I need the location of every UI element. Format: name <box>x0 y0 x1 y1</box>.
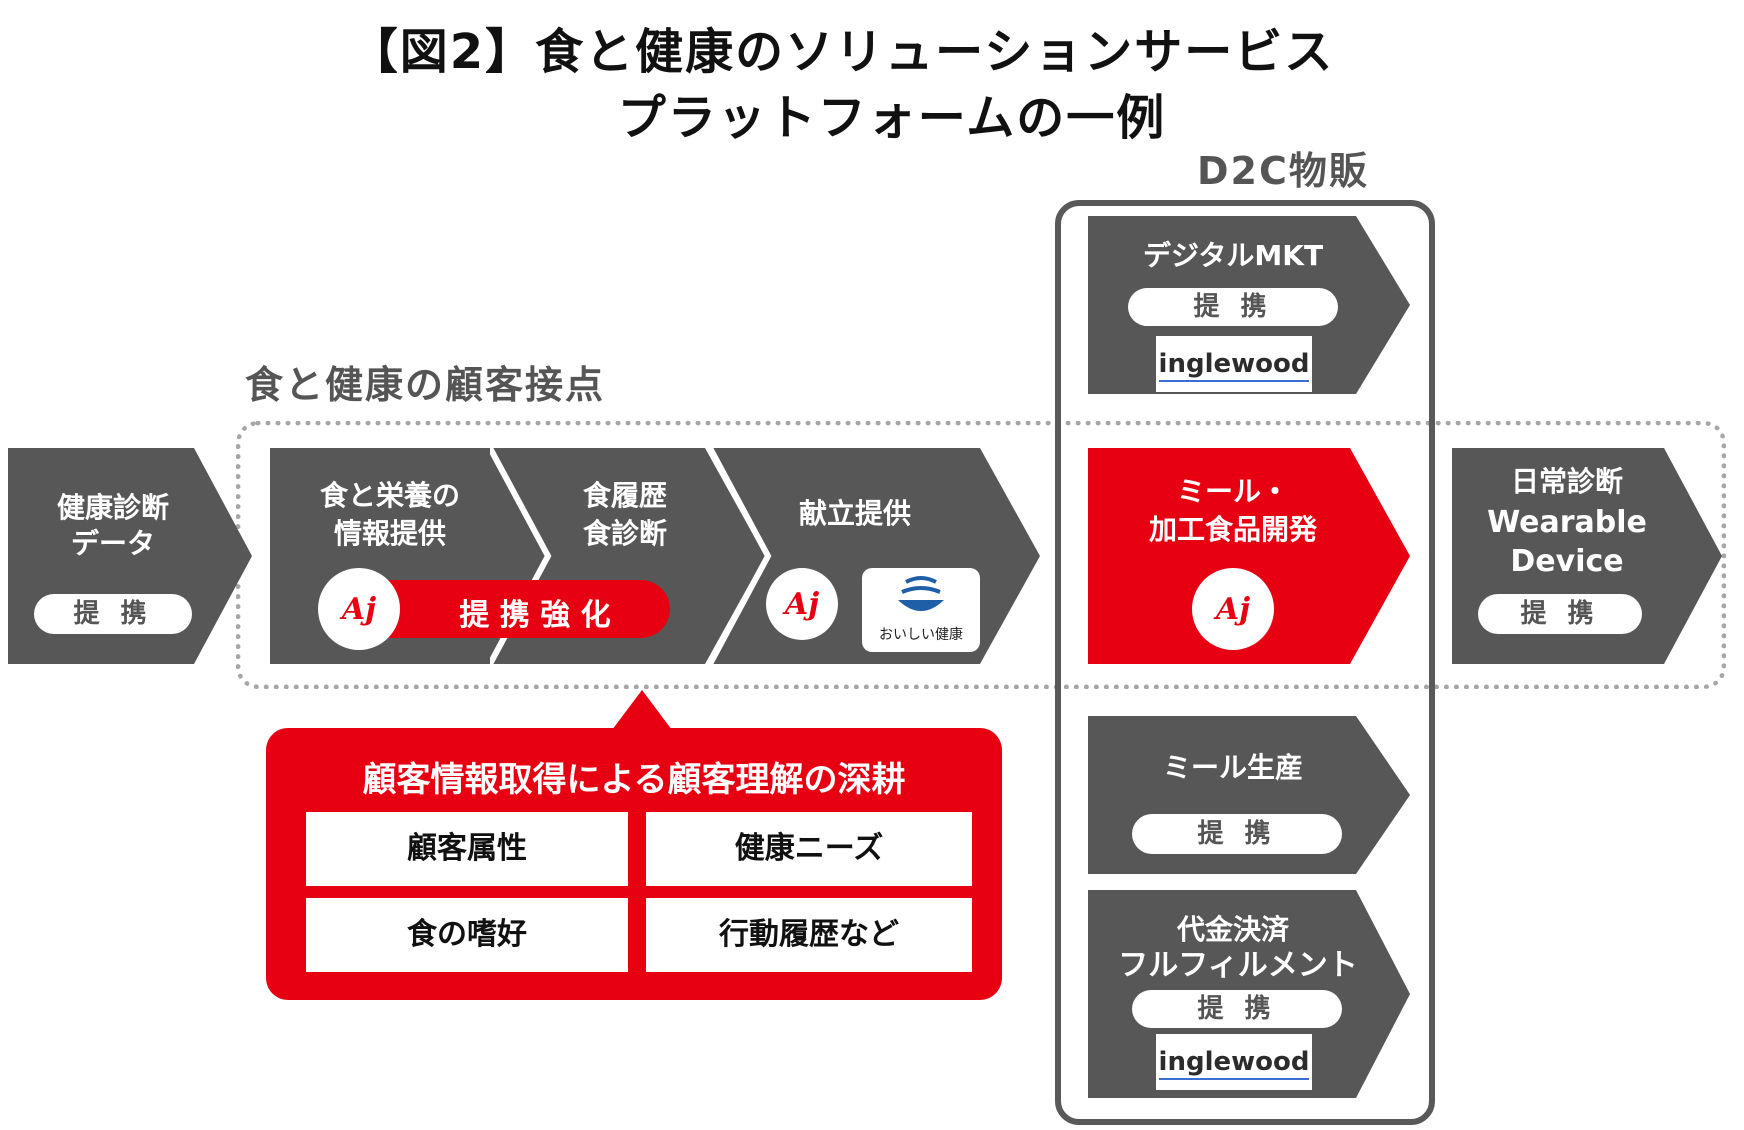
d2c-frame <box>1055 200 1435 1125</box>
chevron-menu-provision: 献立提供 Aj おいしい健康 <box>710 448 1040 664</box>
oishii-kenko-logo: おいしい健康 <box>862 568 980 652</box>
chevron-daily-diagnosis: 日常診断 Wearable Device 提 携 <box>1452 448 1722 664</box>
chevron-digital-mkt: デジタルMKT 提 携 inglewood <box>1088 216 1410 394</box>
title-line1: 【図2】食と健康のソリューションサービス <box>349 24 1335 80</box>
chevron-label-2: データ <box>70 527 155 560</box>
chevron-label-1: 食履歴 <box>582 479 667 512</box>
touchpoints-label: 食と健康の顧客接点 <box>245 363 606 407</box>
partnership-tag: 提 携 <box>1478 594 1642 634</box>
chevron-label-2: 加工食品開発 <box>1148 513 1317 546</box>
chevron-label-3: Device <box>1510 544 1624 579</box>
insight-callout-pointer <box>612 690 672 730</box>
inglewood-logo: inglewood <box>1156 336 1312 392</box>
chevron-label-2: フルフィルメント <box>1118 948 1358 983</box>
d2c-label: D2C物販 <box>1197 149 1369 193</box>
inglewood-logo: inglewood <box>1156 1034 1312 1090</box>
oishii-kenko-label: おいしい健康 <box>879 627 963 643</box>
chevron-label-1: ミール・ <box>1176 475 1289 508</box>
partnership-tag: 提 携 <box>1132 990 1342 1028</box>
chevron-shape <box>1088 448 1410 664</box>
insight-callout: 顧客情報取得による顧客理解の深耕 顧客属性 健康ニーズ 食の嗜好 行動履歴など <box>266 728 1002 1000</box>
chevron-payment-fulfillment: 代金決済 フルフィルメント 提 携 inglewood <box>1088 890 1410 1098</box>
insight-cell-behavior-history: 行動履歴など <box>646 898 972 972</box>
insight-cell-attributes: 顧客属性 <box>306 812 628 886</box>
partnership-strengthening-label: 提 携 強 化 <box>459 598 611 633</box>
chevron-label-2: Wearable <box>1487 505 1647 540</box>
chevron-label-1: 献立提供 <box>798 497 911 530</box>
oishii-kenko-bowl-icon <box>898 576 944 611</box>
insight-cell-food-preference: 食の嗜好 <box>306 898 628 972</box>
chevron-label-1: 食と栄養の <box>319 479 460 512</box>
chevron-label-2: 食診断 <box>582 517 667 550</box>
insight-heading: 顧客情報取得による顧客理解の深耕 <box>362 760 906 800</box>
chevron-label-2: 情報提供 <box>333 517 446 550</box>
chevron-label-1: 日常診断 <box>1510 465 1623 498</box>
ajinomoto-logo: Aj <box>318 568 400 650</box>
ajinomoto-logo: Aj <box>766 568 838 640</box>
title-line2: プラットフォームの一例 <box>617 90 1167 146</box>
partnership-tag: 提 携 <box>1128 288 1338 326</box>
chevron-label-1: 健康診断 <box>56 491 169 524</box>
chevron-label-1: デジタルMKT <box>1142 239 1324 272</box>
chevron-label-1: 代金決済 <box>1176 913 1289 946</box>
insight-cell-health-needs: 健康ニーズ <box>646 812 972 886</box>
ajinomoto-logo: Aj <box>1192 568 1274 650</box>
chevron-meal-development: ミール・ 加工食品開発 Aj <box>1088 448 1410 664</box>
partnership-tag: 提 携 <box>1132 814 1342 854</box>
chevron-meal-production: ミール生産 提 携 <box>1088 716 1410 874</box>
partnership-tag: 提 携 <box>34 594 192 634</box>
chevron-label-1: ミール生産 <box>1162 751 1303 784</box>
chevron-health-check-data: 健康診断 データ 提 携 <box>8 448 252 664</box>
